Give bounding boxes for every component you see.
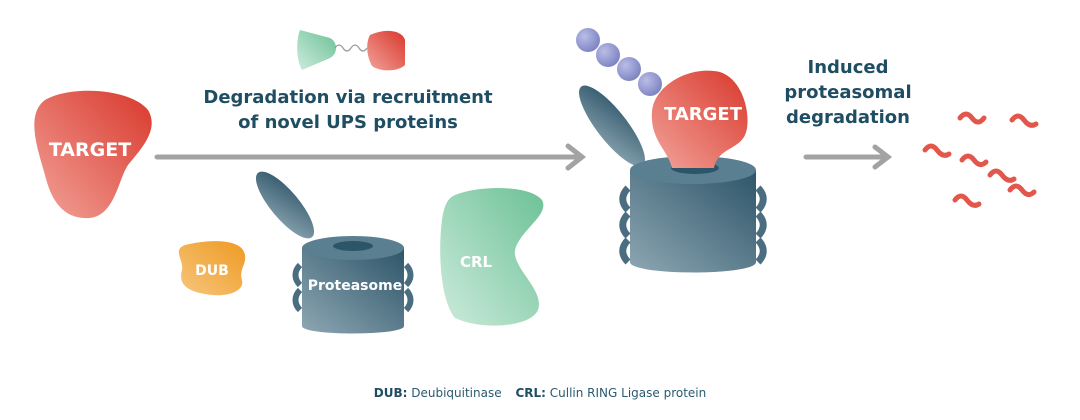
result-line-1: Induced [808,57,889,78]
proteasome-with-target: TARGET [576,28,767,273]
dub-label: DUB [195,263,229,279]
crl-protein: CRL [440,188,544,326]
crl-label: CRL [460,253,493,271]
legend: DUB: Deubiquitinase CRL: Cullin RING Lig… [374,386,706,400]
arrow-icon [803,144,893,170]
ubiquitin-chain-icon [576,28,662,96]
result-line-2: proteasomal [784,82,911,103]
legend-dub-text: Deubiquitinase [411,386,501,400]
dub-protein: DUB [178,241,246,296]
title-line-2: of novel UPS proteins [238,112,458,133]
legend-crl-abbr: CRL: [515,386,546,400]
proteasome-label: Proteasome [308,278,402,294]
target-protein-left: TARGET [34,90,152,219]
arrow-icon [154,143,587,171]
peptide-fragments-icon [922,111,1039,208]
title-line-1: Degradation via recruitment [203,87,493,108]
target-label-right: TARGET [664,104,743,125]
legend-dub-abbr: DUB: [374,386,408,400]
protac-molecule-icon [297,30,405,71]
result-line-3: degradation [786,107,910,128]
legend-crl-text: Cullin RING Ligase protein [550,386,706,400]
target-label-left: TARGET [49,139,131,161]
proteasome: Proteasome [255,171,414,334]
